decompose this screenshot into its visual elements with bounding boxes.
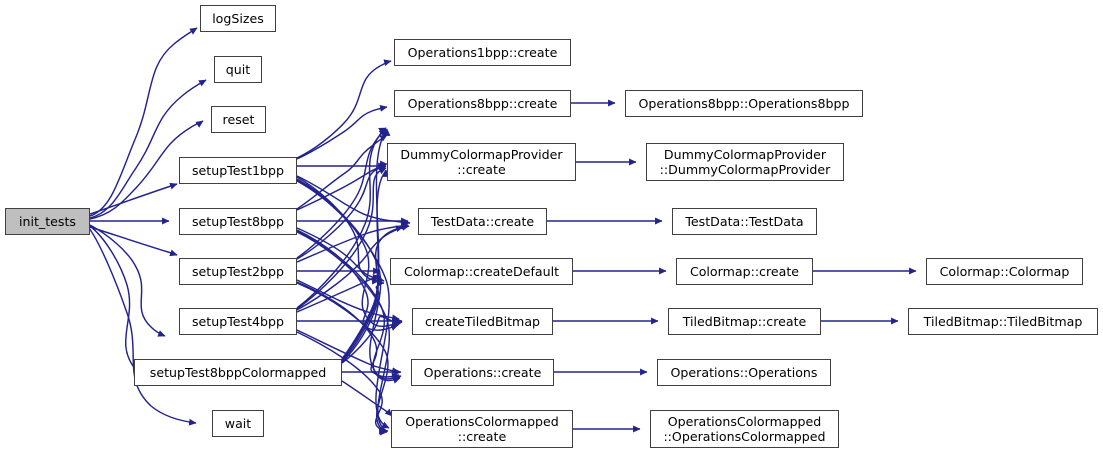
graph-edge-init_tests-to-setup4 xyxy=(89,224,166,337)
graph-edge-setup8cm-to-tdcreate xyxy=(341,225,404,362)
graph-node-label: setupTest2bpp xyxy=(191,264,285,279)
graph-node-label: setupTest1bpp xyxy=(191,163,285,178)
graph-edge-setup8-to-opcmcreate xyxy=(296,231,391,435)
graph-edge-setup2-to-dcpcreate xyxy=(296,165,387,260)
graph-edge-init_tests-to-setup1 xyxy=(89,182,178,215)
graph-node-cmdefault[interactable]: Colormap::createDefault xyxy=(390,258,573,285)
graph-node-label: OperationsColormapped ::OperationsColorm… xyxy=(663,414,826,444)
graph-node-tiledcreate[interactable]: createTiledBitmap xyxy=(412,308,553,335)
graph-edge-setup4-to-dcpcreate xyxy=(296,167,387,310)
graph-node-label: DummyColormapProvider ::create xyxy=(400,147,563,177)
graph-node-label: Colormap::create xyxy=(689,264,800,279)
graph-edge-setup8cm-to-opcmcreate xyxy=(341,380,393,417)
graph-node-label: Colormap::Colormap xyxy=(939,264,1070,279)
graph-node-tbcreate[interactable]: TiledBitmap::create xyxy=(668,308,821,335)
graph-edge-setup4-to-op8create xyxy=(296,127,387,309)
graph-node-cmctor[interactable]: Colormap::Colormap xyxy=(926,258,1083,285)
graph-node-opctor[interactable]: Operations::Operations xyxy=(657,359,831,386)
graph-node-label: Colormap::createDefault xyxy=(403,264,560,279)
graph-edge-setup2-to-tdcreate xyxy=(296,222,409,263)
graph-edge-init_tests-to-logSizes xyxy=(89,27,198,217)
graph-node-dcpctor[interactable]: DummyColormapProvider ::DummyColormapPro… xyxy=(646,143,844,181)
graph-edge-setup8cm-to-cmdefault xyxy=(341,279,385,363)
graph-node-setup8[interactable]: setupTest8bpp xyxy=(179,208,297,235)
graph-node-label: Operations8bpp::Operations8bpp xyxy=(638,96,850,111)
graph-node-label: setupTest8bppColormapped xyxy=(149,365,327,380)
graph-node-op8create[interactable]: Operations8bpp::create xyxy=(394,90,571,117)
graph-node-label: TestData::create xyxy=(430,214,535,229)
graph-edge-setup4-to-cmdefault xyxy=(296,274,381,313)
graph-node-label: createTiledBitmap xyxy=(424,314,541,329)
graph-node-label: setupTest4bpp xyxy=(191,314,285,329)
graph-node-label: setupTest8bpp xyxy=(191,214,285,229)
graph-edge-setup1-to-tdcreate xyxy=(296,175,411,226)
graph-node-logSizes[interactable]: logSizes xyxy=(200,5,276,32)
graph-edge-setup1-to-cmdefault xyxy=(296,176,380,285)
graph-edge-setup8-to-cmdefault xyxy=(296,227,385,283)
graph-edge-init_tests-to-setup8cm xyxy=(89,225,141,374)
graph-node-label: Operations::Operations xyxy=(670,365,818,380)
graph-edge-setup1-to-opcreate xyxy=(296,179,402,382)
graph-edge-setup1-to-op8create xyxy=(296,104,388,160)
graph-node-wait[interactable]: wait xyxy=(212,410,264,437)
graph-node-label: Operations::create xyxy=(423,365,542,380)
graph-node-label: DummyColormapProvider ::DummyColormapPro… xyxy=(659,147,831,177)
graph-edge-setup8cm-to-dcpcreate xyxy=(341,169,390,361)
graph-node-label: TiledBitmap::TiledBitmap xyxy=(923,314,1083,329)
graph-edge-setup1-to-tiledcreate xyxy=(296,178,403,328)
graph-node-dcpcreate[interactable]: DummyColormapProvider ::create xyxy=(387,143,576,181)
graph-node-label: init_tests xyxy=(19,214,76,229)
graph-node-label: TiledBitmap::create xyxy=(682,314,807,329)
graph-node-setup1[interactable]: setupTest1bpp xyxy=(179,157,297,184)
graph-edge-setup1-to-op1create xyxy=(296,59,392,159)
graph-node-op8ctor[interactable]: Operations8bpp::Operations8bpp xyxy=(625,90,863,117)
graph-node-cmcreate[interactable]: Colormap::create xyxy=(676,258,813,285)
graph-node-label: OperationsColormapped ::create xyxy=(405,414,559,444)
graph-edge-setup8cm-to-op8create xyxy=(341,128,391,360)
graph-edge-setup2-to-op8create xyxy=(296,128,387,259)
graph-node-label: wait xyxy=(224,416,252,431)
graph-node-setup4[interactable]: setupTest4bpp xyxy=(179,308,297,335)
graph-edge-setup8-to-tiledcreate xyxy=(296,229,399,331)
graph-node-label: reset xyxy=(222,112,255,127)
graph-edge-setup8cm-to-tiledcreate xyxy=(341,315,400,364)
graph-edge-setup8-to-dcpcreate xyxy=(296,160,388,211)
graph-node-init_tests[interactable]: init_tests xyxy=(5,208,90,235)
graph-node-opcmctor[interactable]: OperationsColormapped ::OperationsColorm… xyxy=(650,410,839,448)
graph-node-label: logSizes xyxy=(212,11,264,26)
graph-node-setup2[interactable]: setupTest2bpp xyxy=(179,258,297,285)
graph-edge-setup8-to-op8create xyxy=(296,134,388,210)
graph-node-opcmcreate[interactable]: OperationsColormapped ::create xyxy=(391,410,573,448)
graph-node-reset[interactable]: reset xyxy=(211,106,266,133)
graph-node-op1create[interactable]: Operations1bpp::create xyxy=(394,39,571,66)
graph-node-setup8cm[interactable]: setupTest8bppColormapped xyxy=(134,359,342,386)
graph-node-tdctor[interactable]: TestData::TestData xyxy=(672,208,817,235)
graph-node-tbctor[interactable]: TiledBitmap::TiledBitmap xyxy=(908,308,1098,335)
graph-node-tdcreate[interactable]: TestData::create xyxy=(418,208,547,235)
graph-edge-init_tests-to-quit xyxy=(89,79,207,219)
graph-node-opcreate[interactable]: Operations::create xyxy=(411,359,554,386)
graph-node-label: Operations1bpp::create xyxy=(407,45,558,60)
graph-edge-setup2-to-tiledcreate xyxy=(296,279,400,322)
graph-node-label: TestData::TestData xyxy=(685,214,804,229)
graph-node-label: Operations8bpp::create xyxy=(407,96,558,111)
graph-edge-init_tests-to-setup2 xyxy=(89,226,178,257)
graph-edge-setup1-to-opcmcreate xyxy=(296,180,390,429)
graph-node-label: quit xyxy=(225,62,251,77)
graph-node-quit[interactable]: quit xyxy=(214,56,262,83)
graph-edge-setup2-to-opcmcreate xyxy=(296,282,389,436)
